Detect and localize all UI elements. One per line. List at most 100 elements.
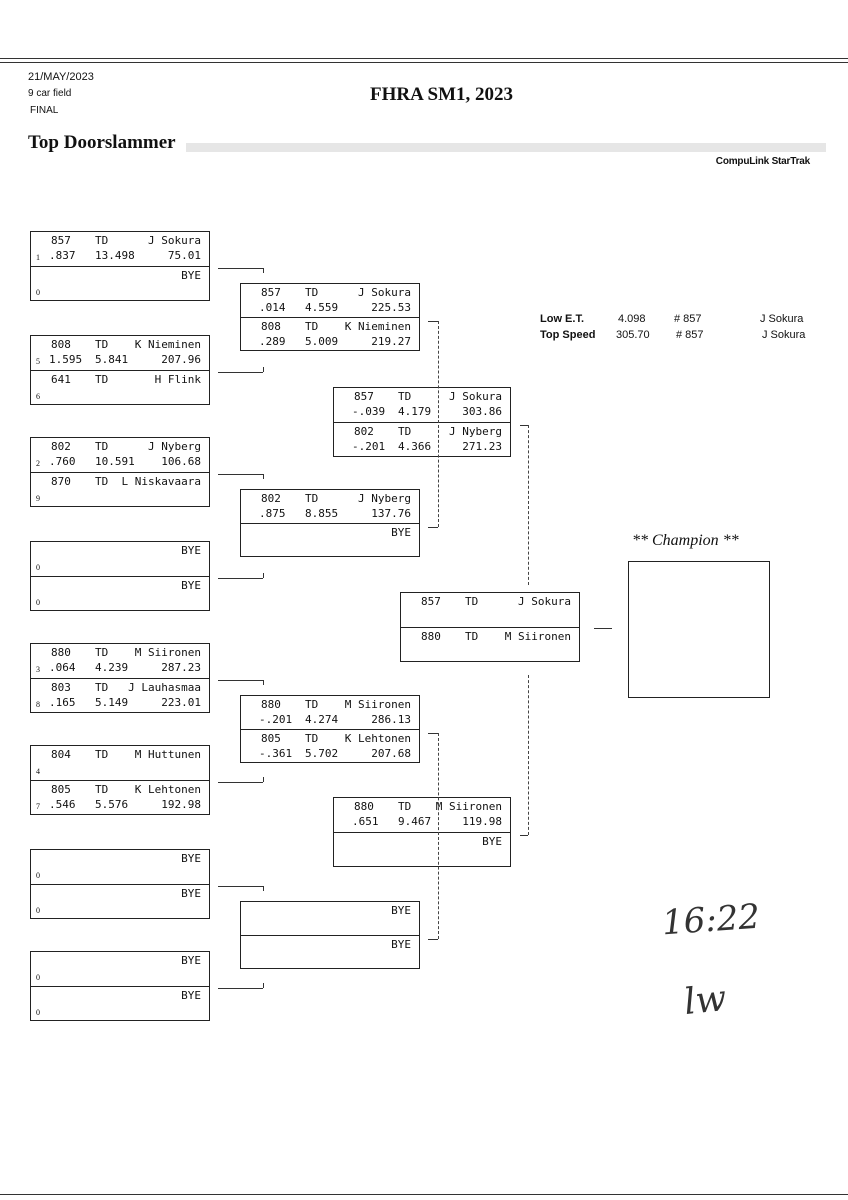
connector-line [594, 628, 612, 629]
driver-name: M Huttunen [134, 748, 201, 761]
driver-name: K Nieminen [344, 320, 411, 333]
car-number: 857 [51, 234, 71, 247]
speed: 192.98 [161, 798, 201, 811]
connector-line [218, 578, 263, 579]
speed: 223.01 [161, 696, 201, 709]
low-et-label: Low E.T. [540, 313, 584, 325]
reaction-time: .837 [49, 249, 76, 262]
elapsed-time: 9.467 [398, 815, 432, 828]
car-number: 857 [354, 390, 374, 403]
seed-number: 1 [36, 253, 40, 262]
car-number: 808 [51, 338, 71, 351]
reaction-time: .064 [49, 661, 76, 674]
speed: 137.76 [371, 507, 411, 520]
car-class: TD [95, 646, 109, 659]
connector-line [263, 474, 264, 479]
seed-number: 0 [36, 563, 40, 572]
bye-label: BYE [181, 989, 201, 1002]
seed-number: 6 [36, 392, 40, 401]
handwritten-initials: lw [681, 977, 729, 1024]
top-rule-2 [0, 62, 848, 63]
driver-name: J Nyberg [358, 492, 411, 505]
car-class: TD [398, 390, 412, 403]
bye-label: BYE [181, 269, 201, 282]
reaction-time: .875 [259, 507, 286, 520]
connector-line [520, 425, 528, 426]
elapsed-time: 10.591 [95, 455, 135, 468]
connector-line [218, 268, 263, 269]
speed: 287.23 [161, 661, 201, 674]
car-class: TD [398, 800, 412, 813]
car-number: 857 [421, 595, 441, 608]
car-class: TD [398, 425, 412, 438]
match-top-lane: BYE 0 [31, 542, 209, 576]
connector-line [263, 268, 264, 273]
connector-line [263, 680, 264, 685]
connector-line [263, 777, 264, 782]
seed-number: 0 [36, 973, 40, 982]
dashed-connector [438, 733, 439, 939]
speed: 106.68 [161, 455, 201, 468]
elapsed-time: 5.702 [305, 747, 339, 760]
car-number: 880 [421, 630, 441, 643]
bye-label: BYE [181, 544, 201, 557]
connector-line [218, 474, 263, 475]
driver-name: L Niskavaara [121, 475, 201, 488]
dashed-connector [528, 425, 529, 585]
elapsed-time: 4.179 [398, 405, 432, 418]
bottom-rule [0, 1194, 848, 1195]
elapsed-time: 5.009 [305, 335, 339, 348]
car-number: 880 [261, 698, 281, 711]
connector-line [428, 527, 438, 528]
car-class: TD [95, 373, 109, 386]
seed-number: 0 [36, 288, 40, 297]
elapsed-time: 8.855 [305, 507, 339, 520]
reaction-time: .014 [259, 301, 286, 314]
connector-line [263, 573, 264, 578]
top-speed-car: # 857 [676, 329, 704, 341]
driver-name: J Nyberg [449, 425, 502, 438]
car-class: TD [465, 630, 479, 643]
elapsed-time: 4.559 [305, 301, 339, 314]
match-bottom-lane: BYE [241, 523, 419, 557]
car-number: 808 [261, 320, 281, 333]
connector-line [428, 733, 438, 734]
reaction-time: .289 [259, 335, 286, 348]
field-size: 9 car field [28, 88, 72, 99]
car-number: 805 [261, 732, 281, 745]
elapsed-time: 4.274 [305, 713, 339, 726]
champion-title: ** Champion ** [632, 532, 739, 549]
elapsed-time: 13.498 [95, 249, 135, 262]
car-class: TD [95, 783, 109, 796]
connector-line [218, 988, 263, 989]
car-class: TD [305, 732, 319, 745]
dotted-divider [186, 143, 826, 152]
page-title: FHRA SM1, 2023 [370, 84, 514, 105]
elapsed-time: 5.149 [95, 696, 129, 709]
connector-line [218, 680, 263, 681]
seed-number: 3 [36, 665, 40, 674]
connector-line [263, 367, 264, 372]
connector-line [218, 372, 263, 373]
top-speed-label: Top Speed [540, 329, 596, 341]
speed: 303.86 [462, 405, 502, 418]
driver-name: J Sokura [148, 234, 201, 247]
speed: 207.96 [161, 353, 201, 366]
seed-number: 9 [36, 494, 40, 503]
